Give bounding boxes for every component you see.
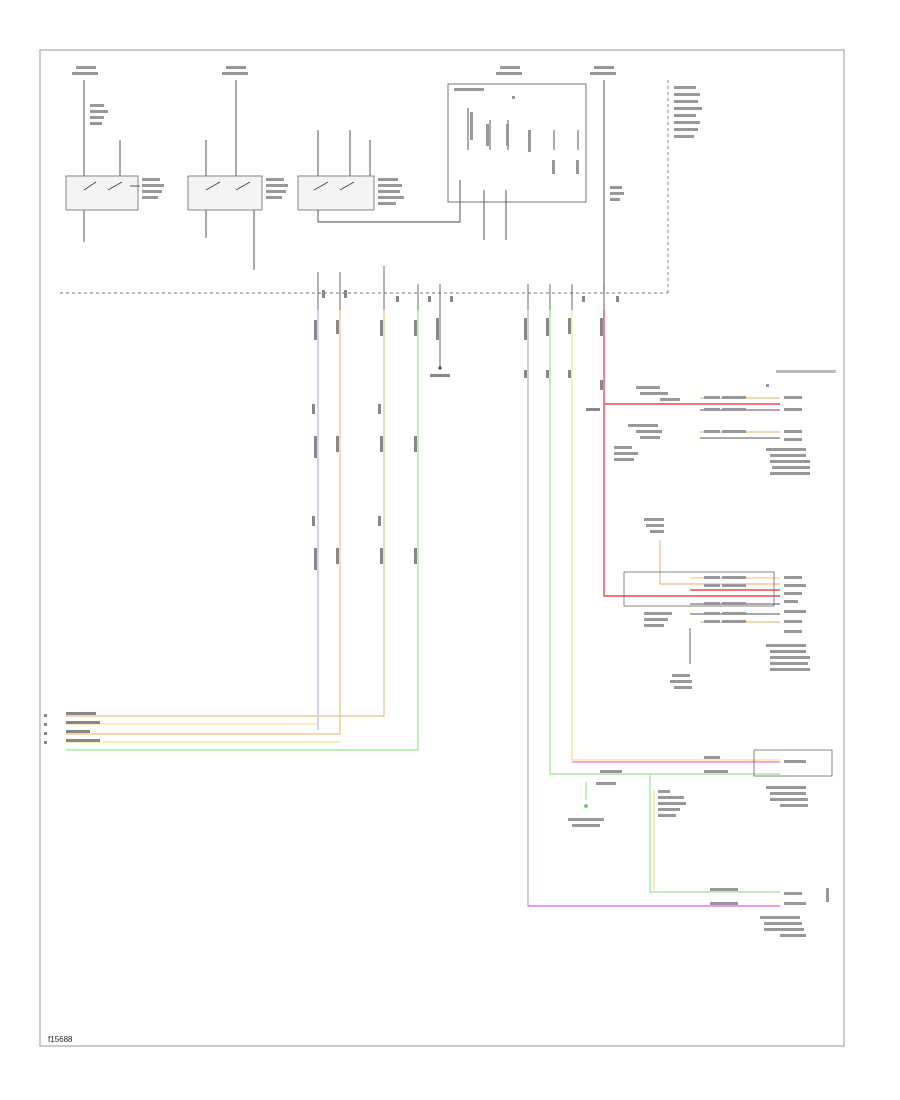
boundary-connectors (317, 266, 605, 360)
connector-block-3 (623, 518, 810, 689)
wire-green-right (549, 310, 780, 893)
internal-wiring (483, 80, 605, 293)
module-title-block (674, 86, 702, 138)
fuse-label-right (610, 186, 624, 201)
switch-group-1 (65, 80, 140, 242)
switch-group-2 (187, 80, 263, 270)
left-harness-labels (312, 318, 450, 570)
wire-red (603, 310, 780, 597)
diagram-frame (39, 49, 845, 1047)
wire-orange-b (66, 310, 385, 717)
diagram-code: f15688 (48, 1035, 73, 1044)
switch-group-1-labels (90, 104, 164, 199)
switch-group-2-labels (266, 178, 288, 199)
wire-orange-a (66, 310, 341, 735)
control-module (447, 83, 587, 203)
connector-block-1 (636, 370, 836, 411)
connector-block-5 (710, 888, 829, 937)
ground-symbol-2 (568, 804, 604, 827)
ground-symbol-1 (438, 360, 442, 370)
switch-group-3 (297, 130, 461, 223)
module-boundary (60, 80, 669, 294)
left-endpoint-labels (44, 712, 100, 744)
power-feed-labels (72, 66, 616, 75)
wire-yellow-right (571, 310, 780, 890)
connector-block-4 (596, 749, 833, 817)
wire-pink (528, 761, 780, 907)
wire-yellow-left (66, 723, 340, 743)
wire-green-left (66, 310, 419, 751)
right-harness-labels (524, 318, 603, 411)
connector-block-2 (614, 424, 810, 475)
boundary-pin-labels (322, 290, 619, 302)
switch-group-3-labels (378, 178, 404, 205)
